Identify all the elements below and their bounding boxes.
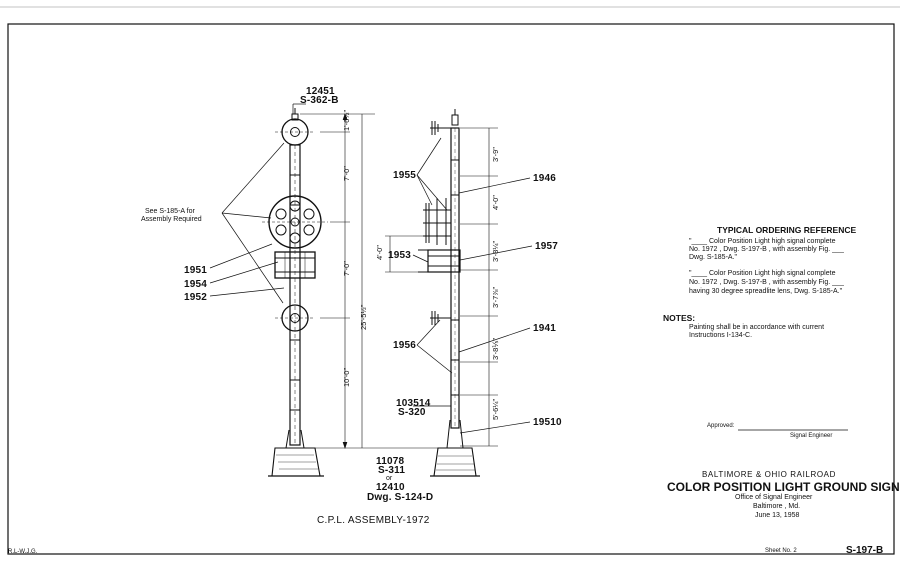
railroad-name: BALTIMORE & OHIO RAILROAD [702,470,836,479]
base-ref-s311: S-311 [378,465,406,476]
approved-signer: Signal Engineer [790,433,833,439]
city: Baltimore , Md. [753,503,801,510]
drafter-initials: R.L-W.J.G. [8,549,38,555]
notes-heading: NOTES: [663,313,696,323]
left-leaders [209,103,306,304]
dim-total: 25'-5½" [359,304,368,330]
frame-border [7,23,895,555]
left-base [268,429,324,477]
left-mast [289,144,301,446]
assembly-label: C.P.L. ASSEMBLY-1972 [317,515,430,526]
dim-7b: 7'-0" [342,261,351,276]
callout-1956: 1956 [393,340,417,351]
dim-384: 3'-8¼" [491,240,500,262]
notes-line2: Instructions I-134-C. [689,332,753,339]
left-main-head [262,195,328,249]
see-note-line1: See S-185-A for [145,208,195,215]
callout-1951: 1951 [184,265,208,276]
dim-7a: 7'-0" [342,166,351,181]
drawing-number: S-197-B [846,545,884,556]
callout-103514: 103514 [396,398,431,409]
drawing-title: COLOR POSITION LIGHT GROUND SIGNALS [667,480,900,494]
callout-1954: 1954 [184,279,208,290]
base-ref-11078: 11078 [376,456,405,467]
office-name: Office of Signal Engineer [735,494,813,501]
right-finial [451,109,459,126]
left-top-lamp [275,118,315,146]
dim-378: 3'-7⅞" [491,286,500,308]
left-lower-lamp [275,304,315,332]
ordering-ref1-line2: No. 1972 , Dwg. S-197-B , with assembly … [689,246,844,253]
callout-s362b: S-362-B [300,95,339,106]
callout-19510: 19510 [533,417,562,428]
base-ref-12410: 12410 [376,482,405,493]
dim-10: 10'-0" [342,367,351,387]
dim-39: 3'-9" [491,147,500,162]
right-base [430,419,480,477]
base-ref-s124d: Dwg. S-124-D [367,492,434,503]
drawing-date: June 13, 1958 [755,512,800,519]
ordering-ref2-line3: having 30 degree spreadlite lens, Dwg. S… [689,288,843,295]
callout-1957: 1957 [535,241,559,252]
dim-56: 5'-6¼" [491,398,500,420]
ordering-ref2-line1: "____ Color Position Light high signal c… [689,270,836,277]
callout-s320: S-320 [398,407,426,418]
dim-top: 1'-6½" [342,109,351,131]
callout-1955: 1955 [393,170,417,181]
callout-1946: 1946 [533,173,557,184]
ordering-ref1-line3: Dwg. S-185-A." [689,254,738,261]
ordering-heading: TYPICAL ORDERING REFERENCE [717,225,857,235]
right-main-hoods [423,198,451,245]
right-leaders [412,137,533,434]
dim-381: 3'-8⅕" [491,337,500,360]
left-case [274,251,316,279]
approved-label: Approved: [707,423,735,429]
callout-12451: 12451 [306,86,335,97]
see-note-line2: Assembly Required [141,216,202,223]
right-dimensions [385,127,498,447]
callout-1953: 1953 [388,250,412,261]
base-ref-or: or [386,475,393,482]
ordering-ref2-line2: No. 1972 , Dwg. S-197-B , with assembly … [689,279,844,286]
sheet-number: Sheet No. 2 [765,548,797,554]
ordering-ref1-line1: "____ Color Position Light high signal c… [689,238,836,245]
callout-1941: 1941 [533,323,557,334]
callout-1952: 1952 [184,292,208,303]
left-dimensions [300,113,440,449]
notes-line1: Painting shall be in accordance with cur… [689,324,825,331]
right-top-hood [430,121,451,135]
right-lower-hood [430,311,451,325]
left-finial [291,108,299,121]
right-mast [450,127,460,429]
right-case [418,249,461,273]
dim-4a: 4'-0" [375,245,384,260]
dim-40: 4'-0" [491,195,500,210]
